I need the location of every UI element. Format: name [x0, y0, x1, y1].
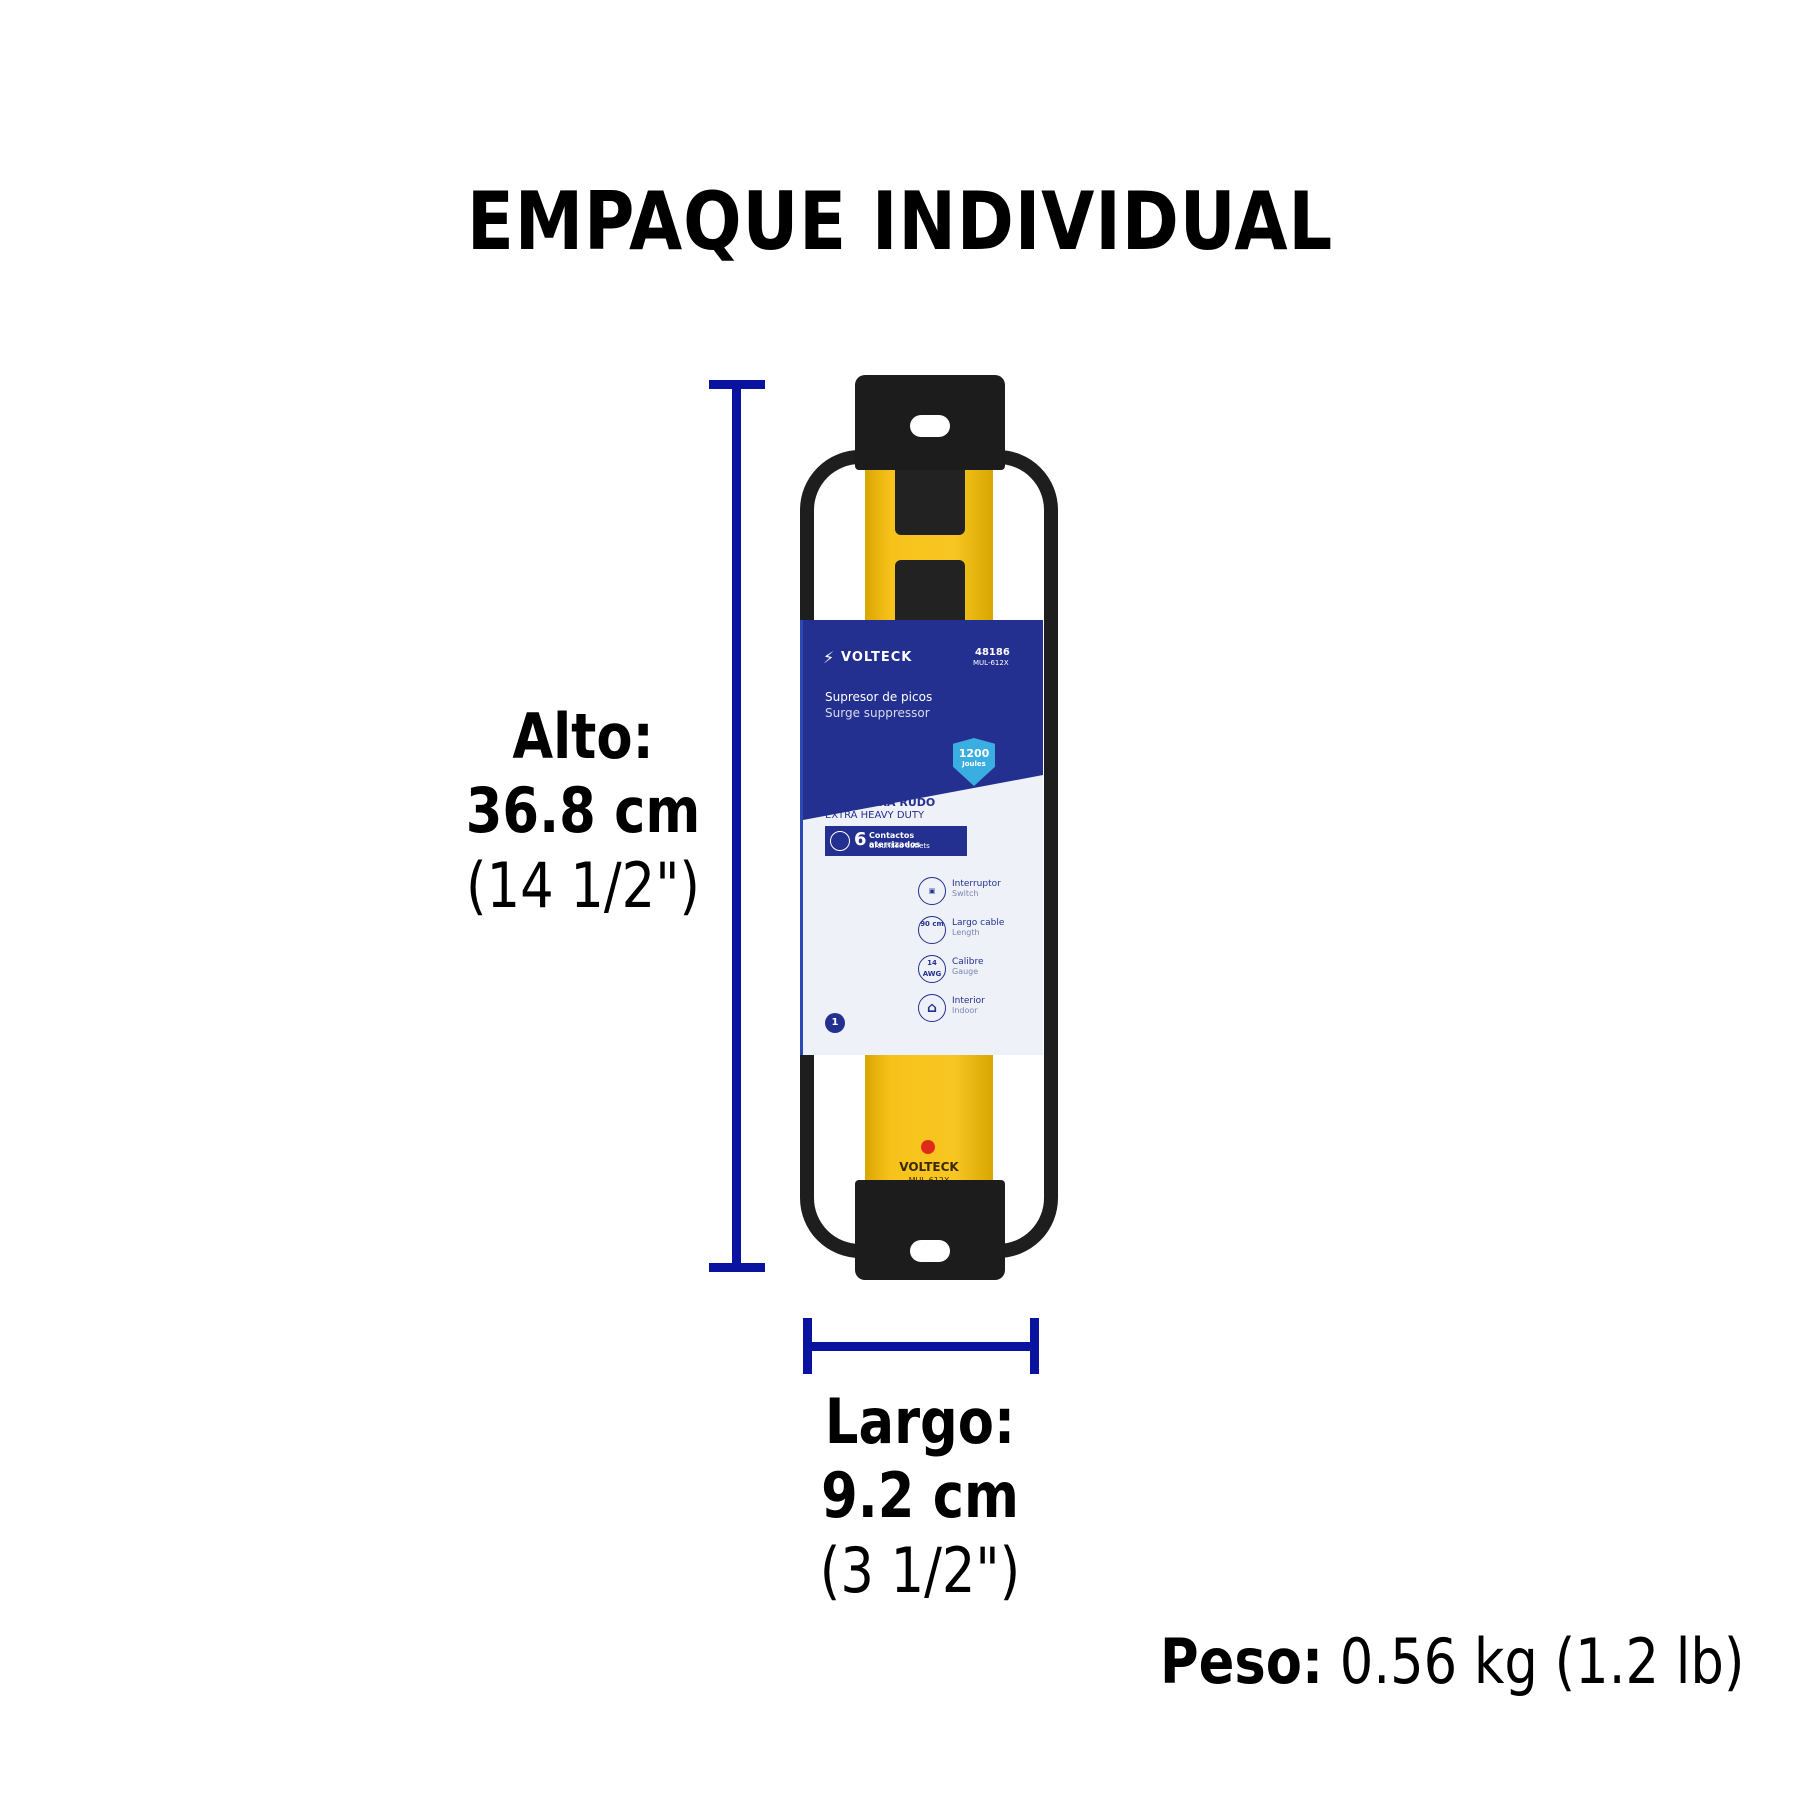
switch-icon: ▣ [918, 877, 946, 905]
gauge-icon: 14 AWG [918, 955, 946, 983]
duty-en: EXTRA HEAVY DUTY [825, 810, 925, 821]
product-model: MUL-612X [973, 659, 1009, 667]
house-icon: ⌂ [918, 994, 946, 1022]
top-cap [855, 375, 1005, 470]
strip-brand: VOLTECK [899, 1160, 959, 1174]
bottom-cap [855, 1180, 1005, 1280]
warranty-badge-icon: 1 [825, 1013, 845, 1033]
product-label-card: ⚡ VOLTECK 48186 MUL-612X Supresor de pic… [803, 620, 1043, 1055]
width-label: Largo: 9.2 cm (3 1/2") [819, 1385, 1021, 1607]
weight-label: Peso: 0.56 kg (1.2 lb) [1160, 1625, 1745, 1698]
product-name-en: Surge suppressor [825, 706, 930, 720]
grounded-outlet-icon [830, 831, 850, 851]
product-image: VOLTECK MUL-612X ⚡ VOLTECK 48186 MUL-612… [795, 370, 1065, 1285]
outlets-box: 6 Contactos aterrizados Grounded outlets [825, 826, 967, 856]
indicator-light-icon [921, 1140, 935, 1154]
duty-es: USO EXTRA RUDO [825, 796, 936, 809]
height-label: Alto: 36.8 cm (14 1/2") [465, 700, 701, 922]
cable-length-icon: 90 cm [918, 916, 946, 944]
product-code: 48186 [975, 647, 1010, 658]
volteck-logo-icon: ⚡ [823, 648, 835, 667]
page-title: EMPAQUE INDIVIDUAL [466, 175, 1334, 268]
product-name-es: Supresor de picos [825, 690, 933, 704]
brand-name: VOLTECK [841, 650, 913, 665]
